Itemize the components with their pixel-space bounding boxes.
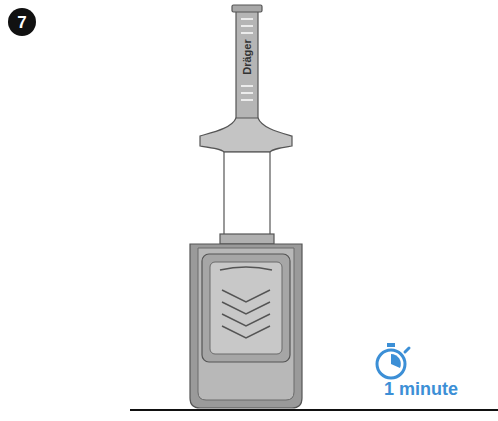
chevrons (222, 290, 270, 338)
barrel (224, 152, 270, 238)
plunger (236, 10, 258, 120)
brand-text: Dräger (242, 39, 253, 74)
syringe (200, 5, 292, 244)
plunger-cap (232, 5, 262, 12)
step-circle (8, 8, 36, 36)
stopwatch-icon (377, 343, 409, 378)
step-number: 7 (17, 14, 26, 31)
duration-label: 1 minute (384, 380, 458, 398)
flange (200, 118, 292, 152)
plunger-slots (241, 19, 253, 100)
baseline (130, 409, 498, 411)
clip (202, 254, 290, 362)
barrel-ring (220, 234, 274, 244)
tube-holder (190, 244, 302, 408)
